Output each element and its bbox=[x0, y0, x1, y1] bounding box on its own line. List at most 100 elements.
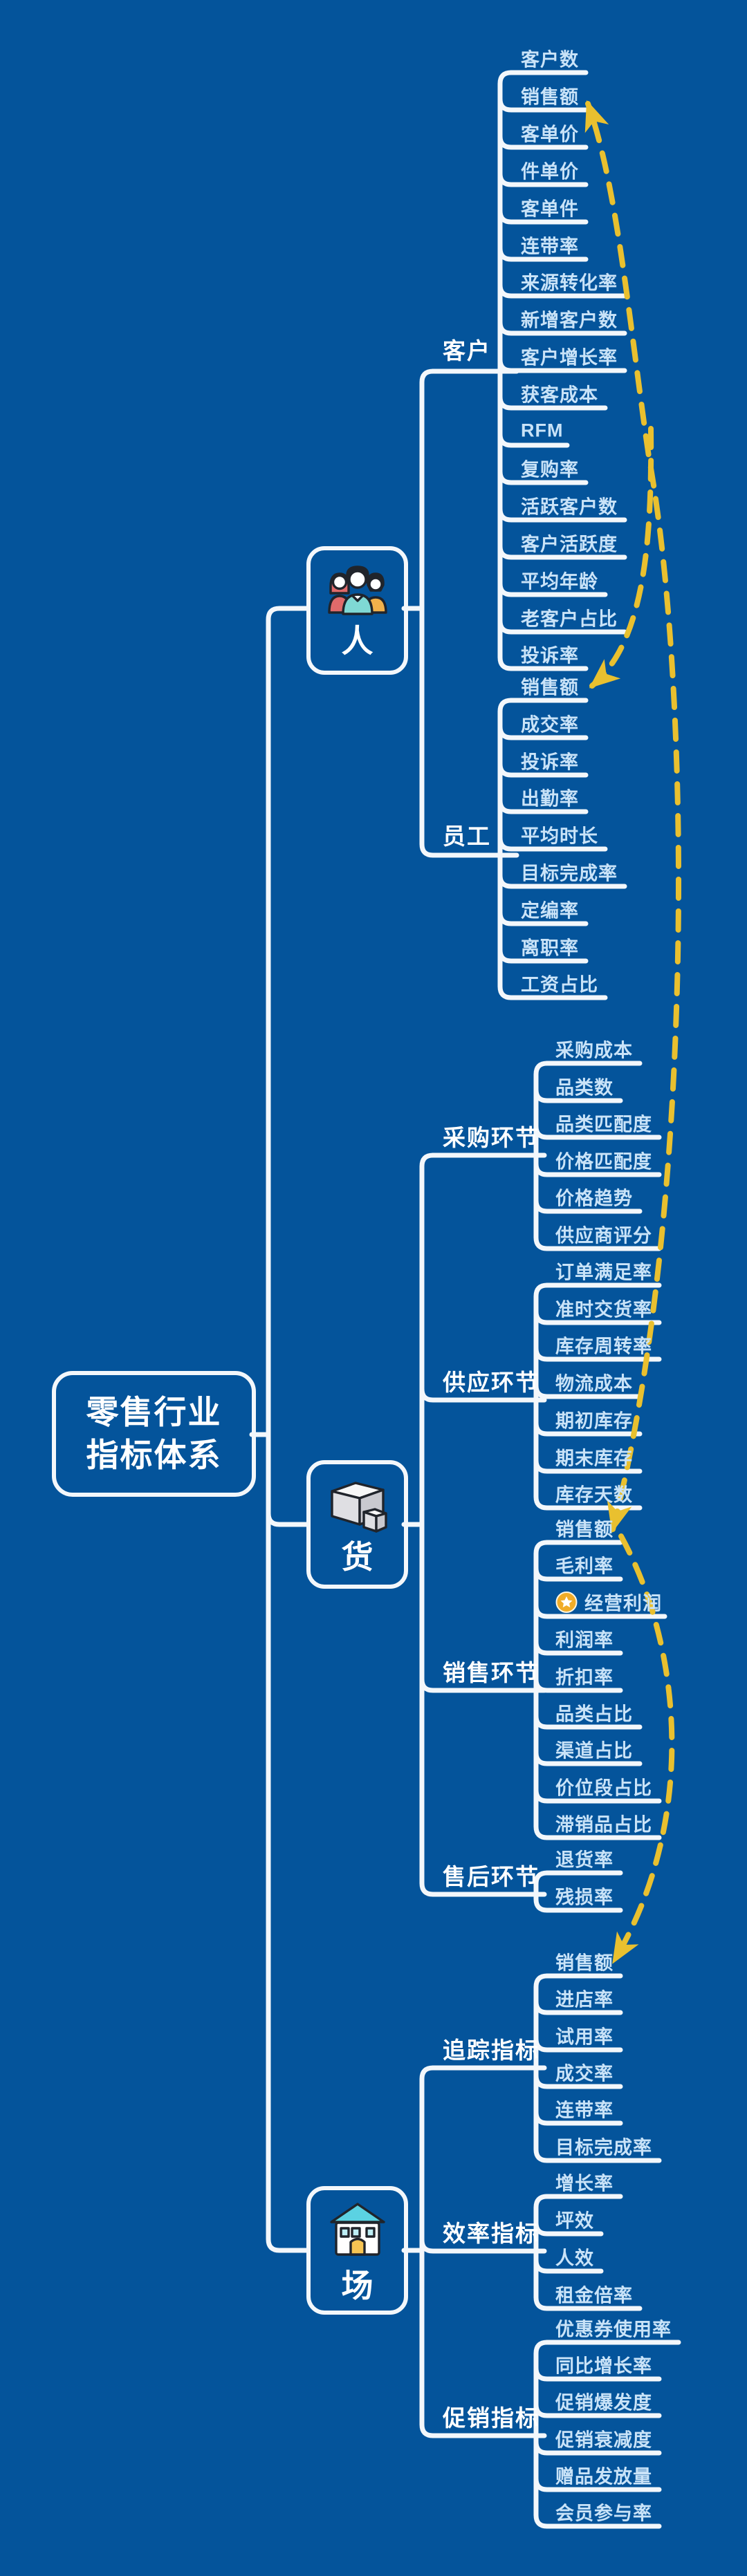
leaf-topic-平均时长[interactable]: 平均时长 bbox=[521, 821, 598, 848]
leaf-topic-成交率[interactable]: 成交率 bbox=[521, 710, 579, 737]
leaf-topic-利润率[interactable]: 利润率 bbox=[555, 1625, 614, 1652]
leaf-topic-订单满足率[interactable]: 订单满足率 bbox=[555, 1258, 652, 1285]
leaf-topic-label: 新增客户数 bbox=[521, 310, 618, 331]
leaf-topic-试用率[interactable]: 试用率 bbox=[555, 2022, 614, 2049]
leaf-topic-平均年龄[interactable]: 平均年龄 bbox=[521, 567, 598, 594]
leaf-topic-采购成本[interactable]: 采购成本 bbox=[555, 1036, 633, 1063]
leaf-topic-目标完成率[interactable]: 目标完成率 bbox=[555, 2133, 652, 2160]
leaf-topic-滞销品占比[interactable]: 滞销品占比 bbox=[555, 1810, 652, 1837]
leaf-topic-label: 滞销品占比 bbox=[555, 1814, 652, 1836]
leaf-topic-label: 价格匹配度 bbox=[555, 1151, 652, 1173]
leaf-topic-label: 库存周转率 bbox=[555, 1336, 652, 1357]
leaf-topic-销售额[interactable]: 销售额 bbox=[521, 673, 579, 700]
leaf-topic-来源转化率[interactable]: 来源转化率 bbox=[521, 268, 618, 295]
leaf-topic-label: 同比增长率 bbox=[555, 2355, 652, 2377]
leaf-topic-label: 采购成本 bbox=[555, 1040, 633, 1061]
leaf-topic-客单件[interactable]: 客单件 bbox=[521, 194, 579, 221]
leaf-topic-新增客户数[interactable]: 新增客户数 bbox=[521, 306, 618, 333]
section-topic-促销指标[interactable]: 促销指标 bbox=[443, 2405, 540, 2431]
leaf-topic-label: 坪效 bbox=[555, 2210, 594, 2232]
leaf-topic-成交率[interactable]: 成交率 bbox=[555, 2059, 614, 2086]
leaf-topic-销售额[interactable]: 销售额 bbox=[555, 1948, 614, 1975]
leaf-topic-label: 定编率 bbox=[521, 900, 579, 922]
leaf-topic-复购率[interactable]: 复购率 bbox=[521, 455, 579, 482]
leaf-topic-离职率[interactable]: 离职率 bbox=[521, 933, 579, 960]
leaf-topic-label: 人效 bbox=[555, 2248, 594, 2269]
leaf-topic-连带率[interactable]: 连带率 bbox=[555, 2096, 614, 2122]
leaf-topic-租金倍率[interactable]: 租金倍率 bbox=[555, 2281, 633, 2308]
leaf-topic-退货率[interactable]: 退货率 bbox=[555, 1845, 614, 1872]
leaf-topic-价格趋势[interactable]: 价格趋势 bbox=[555, 1184, 633, 1211]
leaf-topic-label: 客户活跃度 bbox=[521, 534, 618, 555]
leaf-topic-库存周转率[interactable]: 库存周转率 bbox=[555, 1332, 652, 1359]
leaf-topic-准时交货率[interactable]: 准时交货率 bbox=[555, 1295, 652, 1322]
section-topic-采购环节[interactable]: 采购环节 bbox=[443, 1125, 540, 1150]
leaf-topic-会员参与率[interactable]: 会员参与率 bbox=[555, 2499, 652, 2526]
leaf-topic-客户数[interactable]: 客户数 bbox=[521, 45, 579, 72]
leaf-topic-客单价[interactable]: 客单价 bbox=[521, 120, 579, 147]
leaf-topic-label: 成交率 bbox=[555, 2063, 614, 2084]
root-topic[interactable]: 零售行业 指标体系 bbox=[52, 1371, 256, 1497]
branch-topic-场[interactable]: 场 bbox=[306, 2186, 408, 2315]
section-topic-效率指标[interactable]: 效率指标 bbox=[443, 2221, 540, 2246]
section-topic-供应环节[interactable]: 供应环节 bbox=[443, 1370, 540, 1395]
leaf-topic-label: 件单价 bbox=[521, 161, 579, 183]
leaf-topic-label: 利润率 bbox=[555, 1630, 614, 1651]
leaf-topic-目标完成率[interactable]: 目标完成率 bbox=[521, 859, 618, 886]
leaf-topic-毛利率[interactable]: 毛利率 bbox=[555, 1551, 614, 1578]
leaf-topic-活跃客户数[interactable]: 活跃客户数 bbox=[521, 492, 618, 519]
leaf-topic-折扣率[interactable]: 折扣率 bbox=[555, 1663, 614, 1690]
branch-topic-货[interactable]: 货 bbox=[306, 1460, 408, 1589]
leaf-topic-坪效[interactable]: 坪效 bbox=[555, 2206, 594, 2233]
leaf-topic-label: 经营利润 bbox=[584, 1593, 662, 1614]
leaf-topic-期初库存[interactable]: 期初库存 bbox=[555, 1406, 633, 1433]
leaf-topic-残损率[interactable]: 残损率 bbox=[555, 1883, 614, 1910]
leaf-topic-投诉率[interactable]: 投诉率 bbox=[521, 747, 579, 774]
leaf-topic-渠道占比[interactable]: 渠道占比 bbox=[555, 1736, 633, 1763]
leaf-topic-连带率[interactable]: 连带率 bbox=[521, 232, 579, 259]
leaf-topic-品类匹配度[interactable]: 品类匹配度 bbox=[555, 1110, 652, 1137]
branch-topic-人[interactable]: 人 bbox=[306, 546, 408, 675]
leaf-topic-客户活跃度[interactable]: 客户活跃度 bbox=[521, 530, 618, 557]
leaf-topic-同比增长率[interactable]: 同比增长率 bbox=[555, 2351, 652, 2378]
section-topic-追踪指标[interactable]: 追踪指标 bbox=[443, 2037, 540, 2063]
leaf-topic-label: 成交率 bbox=[521, 714, 579, 736]
leaf-topic-获客成本[interactable]: 获客成本 bbox=[521, 380, 598, 407]
leaf-topic-销售额[interactable]: 销售额 bbox=[521, 82, 579, 109]
leaf-topic-期末库存[interactable]: 期末库存 bbox=[555, 1444, 633, 1471]
section-topic-售后环节[interactable]: 售后环节 bbox=[443, 1864, 540, 1889]
leaf-topic-促销衰减度[interactable]: 促销衰减度 bbox=[555, 2425, 652, 2452]
section-topic-客户[interactable]: 客户 bbox=[443, 338, 491, 364]
leaf-topic-工资占比[interactable]: 工资占比 bbox=[521, 970, 598, 997]
leaf-topic-label: 品类匹配度 bbox=[555, 1114, 652, 1135]
leaf-topic-label: 价位段占比 bbox=[555, 1777, 652, 1799]
leaf-topic-进店率[interactable]: 进店率 bbox=[555, 1985, 614, 2012]
leaf-topic-价格匹配度[interactable]: 价格匹配度 bbox=[555, 1147, 652, 1174]
leaf-topic-销售额[interactable]: 销售额 bbox=[555, 1515, 614, 1542]
leaf-topic-赠品发放量[interactable]: 赠品发放量 bbox=[555, 2462, 652, 2489]
leaf-topic-价位段占比[interactable]: 价位段占比 bbox=[555, 1773, 652, 1800]
leaf-topic-件单价[interactable]: 件单价 bbox=[521, 157, 579, 184]
leaf-topic-label: 增长率 bbox=[555, 2173, 614, 2194]
section-topic-销售环节[interactable]: 销售环节 bbox=[443, 1660, 540, 1686]
leaf-topic-增长率[interactable]: 增长率 bbox=[555, 2169, 614, 2196]
leaf-topic-经营利润[interactable]: 经营利润 bbox=[555, 1589, 662, 1616]
leaf-topic-品类数[interactable]: 品类数 bbox=[555, 1073, 614, 1100]
leaf-topic-物流成本[interactable]: 物流成本 bbox=[555, 1369, 633, 1396]
leaf-topic-人效[interactable]: 人效 bbox=[555, 2243, 594, 2270]
leaf-topic-RFM[interactable]: RFM bbox=[521, 420, 563, 442]
leaf-topic-投诉率[interactable]: 投诉率 bbox=[521, 641, 579, 668]
leaf-topic-label: 订单满足率 bbox=[555, 1262, 652, 1283]
leaf-topic-库存天数[interactable]: 库存天数 bbox=[555, 1480, 633, 1507]
leaf-topic-供应商评分[interactable]: 供应商评分 bbox=[555, 1221, 652, 1248]
leaf-topic-出勤率[interactable]: 出勤率 bbox=[521, 784, 579, 811]
section-topic-员工[interactable]: 员工 bbox=[443, 823, 491, 849]
leaf-topic-优惠券使用率[interactable]: 优惠券使用率 bbox=[555, 2315, 672, 2342]
leaf-topic-label: 赠品发放量 bbox=[555, 2466, 652, 2488]
leaf-topic-品类占比[interactable]: 品类占比 bbox=[555, 1699, 633, 1726]
leaf-topic-定编率[interactable]: 定编率 bbox=[521, 896, 579, 923]
leaf-topic-客户增长率[interactable]: 客户增长率 bbox=[521, 343, 618, 370]
leaf-topic-促销爆发度[interactable]: 促销爆发度 bbox=[555, 2388, 652, 2415]
leaf-topic-老客户占比[interactable]: 老客户占比 bbox=[521, 604, 618, 631]
leaf-topic-label: 租金倍率 bbox=[555, 2285, 633, 2306]
